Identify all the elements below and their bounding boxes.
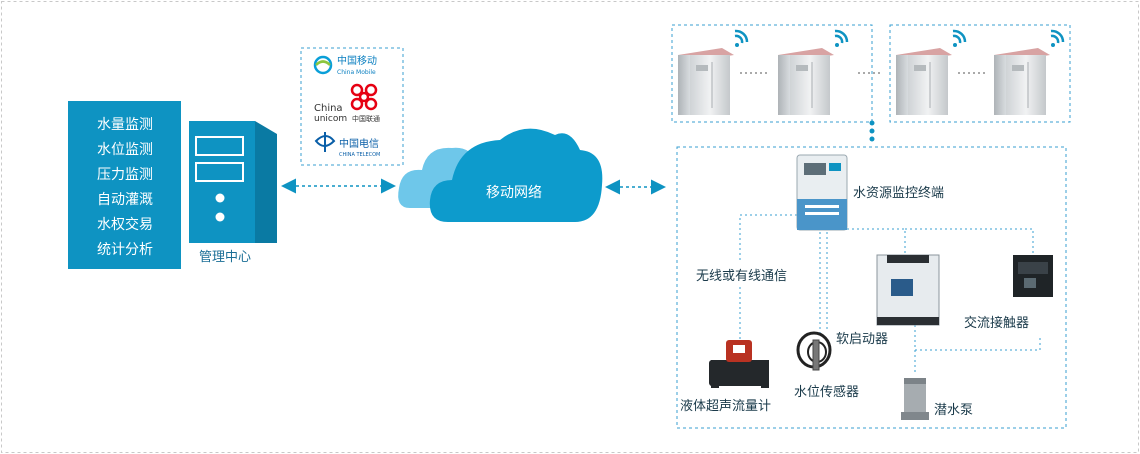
china-unicom-logo: China unicom 中国联通 [314, 83, 380, 124]
carrier-sub: China Mobile [337, 69, 376, 76]
carrier-name: 中国电信 [339, 137, 379, 150]
china-mobile-logo: 中国移动 China Mobile [313, 54, 377, 76]
server-icon [189, 121, 277, 243]
carrier-cn: 中国联通 [352, 114, 380, 123]
terminal-label: 水资源监控终端 [853, 185, 944, 201]
soft-starter-label: 软启动器 [836, 332, 888, 347]
cabinet-group [889, 24, 1071, 123]
control-cabinet [896, 48, 952, 115]
ultrasonic-flowmeter [709, 340, 769, 388]
cabinet-group [671, 24, 873, 123]
china-telecom-logo: 中国电信 CHINA TELECOM [314, 132, 380, 158]
level-sensor-label: 水位传感器 [794, 384, 859, 400]
function-item: 水权交易 [97, 216, 153, 233]
wifi-icon [734, 29, 749, 47]
function-item: 水位监测 [97, 142, 153, 158]
carrier-name: China [314, 103, 343, 114]
comm-label: 无线或有线通信 [696, 269, 787, 284]
carrier-name: 中国移动 [337, 54, 377, 67]
flowmeter-label: 液体超声流量计 [680, 399, 771, 414]
contactor [1013, 255, 1053, 297]
wiring [739, 214, 1041, 374]
function-panel: 水量监测 水位监测 压力监测 自动灌溉 水权交易 统计分析 [68, 101, 181, 269]
function-item: 水量监测 [97, 117, 153, 133]
control-cabinet [778, 48, 834, 115]
center-label: 管理中心 [199, 250, 251, 265]
carrier-sub: CHINA TELECOM [339, 152, 380, 158]
monitoring-terminal [796, 154, 848, 231]
control-cabinet [994, 48, 1050, 115]
level-sensor [796, 331, 832, 371]
wifi-icon [952, 29, 967, 47]
function-item: 压力监测 [97, 167, 153, 183]
control-cabinet [678, 48, 734, 115]
ellipsis-dots [869, 120, 875, 142]
site-box [676, 146, 1067, 429]
contactor-label: 交流接触器 [964, 315, 1029, 331]
function-item: 自动灌溉 [97, 192, 153, 208]
function-item: 统计分析 [97, 242, 153, 258]
carrier-box [300, 47, 404, 166]
submersible-pump [901, 378, 929, 420]
network-label: 移动网络 [486, 185, 542, 201]
wifi-icon [834, 29, 849, 47]
carrier-name: unicom [314, 114, 347, 124]
pump-label: 潜水泵 [934, 403, 973, 418]
soft-starter [876, 254, 940, 326]
cloud-icon [398, 128, 603, 222]
wifi-icon [1050, 29, 1065, 47]
